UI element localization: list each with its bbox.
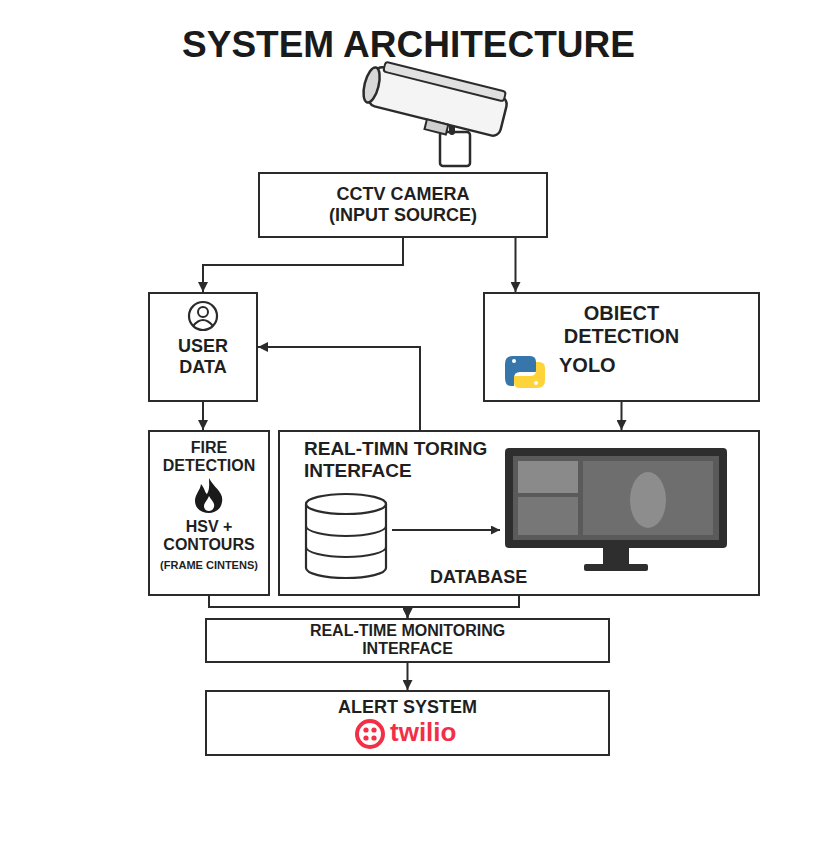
- alert-box: ALERT SYSTEMtwilio: [205, 690, 610, 756]
- process-box: USER DATA: [148, 292, 258, 402]
- fire-icon: [195, 478, 222, 513]
- flow-arrow: [258, 347, 420, 430]
- node-label: ALERT SYSTEM: [207, 697, 608, 718]
- camera-mount-plate: [440, 132, 470, 166]
- camera-lens: [360, 66, 382, 104]
- node-label: REAL-TIME MONITORING INTERFACE: [293, 622, 523, 659]
- node-label: USER DATA: [167, 336, 239, 377]
- flow-arrow: [515, 238, 517, 292]
- node-sublabel: twilio: [207, 718, 608, 747]
- node-label: FIRE DETECTION: [153, 439, 265, 476]
- node-label: CCTV CAMERA (INPUT SOURCE): [313, 184, 493, 225]
- flow-arrow: [203, 238, 403, 292]
- node-sublabel: HSV + CONTOURS: [159, 518, 259, 555]
- flow-arrow: [408, 596, 520, 618]
- node-sublabel: (FRAME CINTENS): [160, 559, 258, 572]
- flow-arrow: [621, 402, 623, 430]
- process-box: OBIECT DETECTION YOLO: [483, 292, 760, 402]
- twilio-logo-mark: [357, 721, 383, 747]
- flow-arrow: [202, 402, 204, 430]
- node-label: REAL-TIMN TORING INTERFACE: [304, 438, 534, 482]
- data-flow-line: [392, 529, 500, 531]
- node-label: OBIECT DETECTION: [542, 302, 702, 348]
- input-box: CCTV CAMERA (INPUT SOURCE): [258, 172, 548, 238]
- interface-box: REAL-TIMN TORING INTERFACE DATABASE: [278, 430, 760, 596]
- diagram-title: SYSTEM ARCHITECTURE: [0, 24, 817, 66]
- process-box: FIRE DETECTION HSV + CONTOURS (FRAME CINTE…: [148, 430, 270, 596]
- camera-joint: [424, 119, 448, 134]
- user-icon: [189, 302, 217, 330]
- cctv-camera-icon: [358, 58, 510, 166]
- python-logo: [505, 356, 545, 388]
- process-box: REAL-TIME MONITORING INTERFACE: [205, 618, 610, 663]
- database-cylinder: [306, 494, 386, 578]
- monitor-illustration: [505, 448, 727, 571]
- camera-hood: [383, 62, 506, 102]
- flow-arrow: [407, 663, 409, 690]
- node-sublabel: DATABASE: [430, 567, 527, 588]
- flow-arrow: [209, 596, 408, 618]
- node-sublabel: YOLO: [559, 354, 758, 377]
